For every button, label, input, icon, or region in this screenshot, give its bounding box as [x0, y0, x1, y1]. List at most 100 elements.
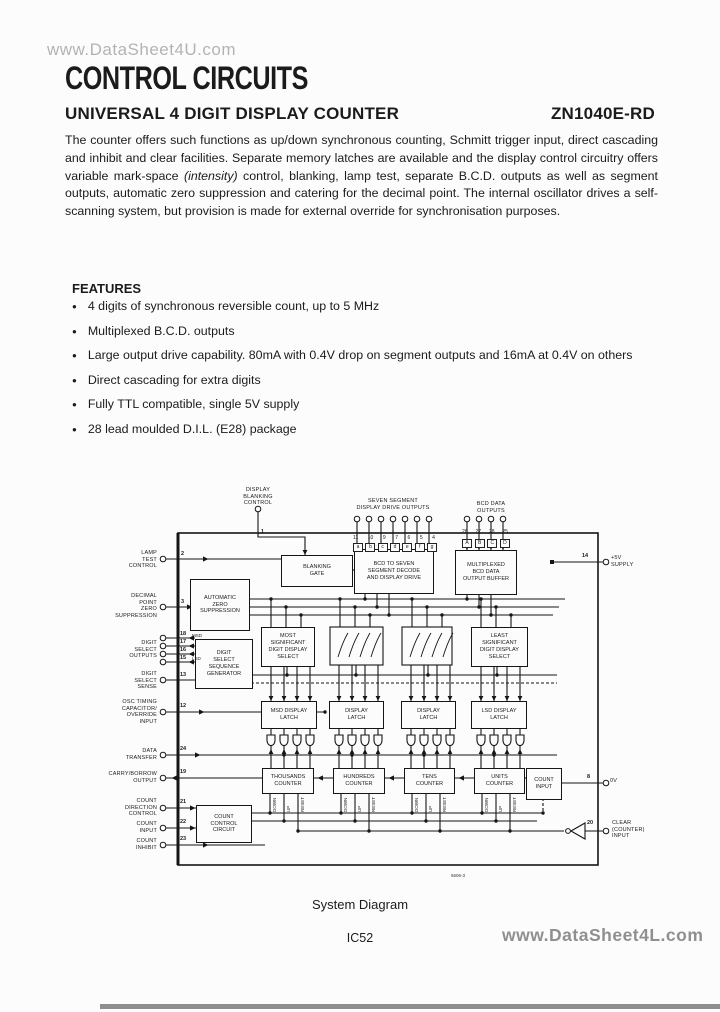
pin-segment: 11	[353, 535, 359, 541]
display-latch-block: DISPLAY LATCH	[329, 701, 384, 729]
supply-label: +5V SUPPLY	[611, 555, 634, 568]
segment-letter: d	[389, 543, 400, 552]
digit-select-sense-label: DIGIT SELECT SENSE	[134, 671, 157, 691]
pin-supply: 14	[582, 553, 589, 559]
bcd-buffer-block: MULTIPLEXED BCD DATA OUTPUT BUFFER	[455, 550, 517, 595]
page-number: IC52	[346, 931, 374, 945]
hundreds-counter-block: HUNDREDS COUNTER	[333, 768, 385, 794]
bcd-pin-row: 26 27 28 25	[462, 529, 508, 535]
pin-digit-select-1: 18	[180, 631, 187, 637]
decimal-point-label: DECIMAL POINT ZERO SUPPRESSION	[115, 593, 157, 619]
pin-decimal-point: 3	[181, 599, 185, 605]
display-blanking-label: DISPLAY BLANKING CONTROL	[243, 487, 273, 507]
scan-artifact	[100, 1004, 720, 1009]
pin-carry-borrow: 19	[180, 769, 187, 775]
counter-pin-label-reset: RESET	[512, 796, 517, 812]
segment-letter: b	[365, 543, 376, 552]
pin-count-inhibit: 23	[180, 836, 187, 842]
bullet-icon: ●	[72, 351, 77, 360]
watermark-bottom: www.DataSheet4L.com	[502, 925, 704, 945]
feature-text: Direct cascading for extra digits	[87, 372, 261, 387]
pin-segment: 4	[432, 535, 435, 541]
counter-pin-label-down: DOWN	[343, 797, 348, 812]
bullet-icon: ●	[72, 326, 77, 336]
pin-lamp-test: 2	[181, 551, 185, 557]
pin-digit-select-sense: 13	[180, 672, 187, 678]
pin-osc-timing: 12	[180, 703, 187, 709]
segment-letter: f	[414, 543, 425, 552]
counter-pin-label-up: UP	[498, 805, 503, 812]
data-transfer-label: DATA TRANSFER	[125, 748, 157, 761]
feature-item: ●4 digits of synchronous reversible coun…	[72, 299, 672, 313]
pin-display-blanking: 1	[261, 529, 265, 535]
msd-annotation: MSD	[192, 633, 202, 638]
feature-text: Multiplexed B.C.D. outputs	[87, 323, 235, 338]
counter-pin-label-reset: RESET	[300, 796, 305, 812]
intro-paragraph: The counter offers such functions as up/…	[65, 132, 658, 220]
segment-letter: g	[426, 543, 437, 552]
pin-bcd: 25	[502, 529, 508, 535]
feature-text: Large output drive capability. 80mA with…	[87, 348, 633, 362]
seven-segment-outputs-label: SEVEN SEGMENT DISPLAY DRIVE OUTPUTS	[356, 498, 430, 511]
blanking-gate-block: BLANKING GATE	[281, 555, 353, 587]
pin-ground: 8	[587, 774, 591, 780]
bullet-icon: ●	[72, 302, 77, 311]
feature-item: ● Multiplexed B.C.D. outputs	[72, 324, 672, 338]
watermark-top: www.DataSheet4U.com	[47, 40, 237, 59]
pin-data-transfer: 24	[180, 746, 187, 752]
pin-segment: 9	[382, 535, 386, 541]
pin-bcd: 28	[488, 529, 495, 535]
carry-borrow-label: CARRY/BORROW OUTPUT	[108, 771, 157, 784]
bullet-icon: ●	[72, 375, 77, 385]
feature-item: ● Large output drive capability. 80mA wit…	[72, 348, 672, 362]
msd-latch-block: MSD DISPLAY LATCH	[261, 701, 317, 729]
features-heading: FEATURES	[72, 281, 142, 296]
figure-number: 5606-3	[451, 873, 466, 878]
pin-segment: 7	[395, 535, 398, 541]
lsd-select-block: LEAST SIGNIFICANT DIGIT DISPLAY SELECT	[471, 627, 528, 667]
segment-letter: a	[353, 543, 363, 552]
pin-segment: 5	[419, 535, 423, 541]
msd-select-block: MOST SIGNIFICANT DIGIT DISPLAY SELECT	[261, 627, 315, 667]
feature-item: ● Direct cascading for extra digits	[72, 373, 672, 387]
counter-pin-label-up: UP	[428, 805, 433, 812]
intro-text-after: control, blanking, lamp test, separate B…	[65, 168, 658, 218]
bullet-icon: ●	[72, 400, 77, 409]
section-title: CONTROL CIRCUITS	[65, 60, 308, 96]
lamp-test-label: LAMP TEST CONTROL	[128, 550, 157, 570]
bcd-data-outputs-label: BCD DATA OUTPUTS	[476, 501, 506, 514]
feature-text: 28 lead moulded D.I.L. (E28) package	[87, 421, 297, 436]
tens-counter-block: TENS COUNTER	[404, 768, 455, 794]
bcd-letter: D	[499, 539, 510, 548]
counter-pin-label-down: DOWN	[484, 797, 489, 812]
thousands-counter-block: THOUSANDS COUNTER	[262, 768, 314, 794]
bullet-icon: ●	[72, 424, 77, 434]
bcd-letter: A	[462, 539, 472, 548]
clear-input-label: CLEAR (COUNTER) INPUT	[612, 820, 645, 840]
pin-segment: 10	[367, 535, 374, 541]
count-direction-label: COUNT DIRECTION CONTROL	[124, 798, 157, 818]
lsd-latch-block: LSD DISPLAY LATCH	[471, 701, 527, 729]
pin-digit-select-2: 17	[180, 639, 187, 645]
segment-letter: c	[377, 543, 388, 552]
feature-text: Fully TTL compatible, single 5V supply	[87, 397, 300, 411]
diagram-wires	[159, 505, 610, 866]
pin-count-direction: 21	[180, 799, 187, 805]
units-counter-block: UNITS COUNTER	[474, 768, 525, 794]
counter-pin-label-up: UP	[357, 805, 362, 812]
pin-bcd: 27	[475, 529, 482, 535]
bcd-letter: B	[474, 539, 485, 548]
pin-bcd: 26	[462, 529, 468, 535]
pin-digit-select-4: 15	[180, 655, 187, 661]
sequence-generator-block: DIGIT SELECT SEQUENCE GENERATOR	[195, 639, 253, 689]
feature-item: ● Fully TTL compatible, single 5V supply	[72, 397, 672, 411]
counter-pin-label-down: DOWN	[414, 797, 419, 812]
doc-title: UNIVERSAL 4 DIGIT DISPLAY COUNTER	[65, 104, 400, 123]
osc-timing-label: OSC TIMING CAPACITOR/ OVERRIDE INPUT	[121, 699, 157, 725]
pin-segment: 6	[407, 535, 411, 541]
intro-text: The counter offers such functions as up/…	[65, 133, 658, 183]
counter-pin-label-down: DOWN	[272, 797, 277, 812]
